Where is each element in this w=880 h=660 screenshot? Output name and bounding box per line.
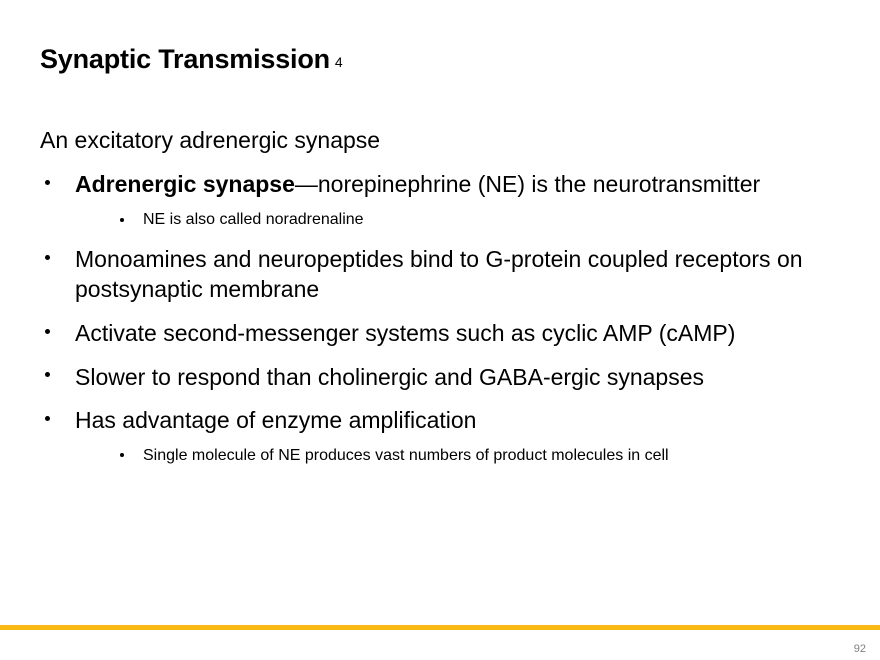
page-title-suffix: 4 (334, 54, 343, 70)
sub-list-item: Single molecule of NE produces vast numb… (113, 446, 848, 467)
sub-bullet-dot-icon (120, 453, 124, 458)
sub-bullet-wrap: Single molecule of NE produces vast numb… (75, 446, 848, 467)
bullet-list: Adrenergic synapse—norepinephrine (NE) i… (38, 169, 848, 466)
list-item: Slower to respond than cholinergic and G… (38, 362, 848, 393)
slide-body: An excitatory adrenergic synapse Adrener… (38, 126, 848, 480)
lead-line: An excitatory adrenergic synapse (40, 127, 381, 153)
sub-bullet-list: Single molecule of NE produces vast numb… (113, 446, 848, 467)
list-item: Monoamines and neuropeptides bind to G-p… (38, 244, 848, 305)
list-item-body: —norepinephrine (NE) is the neurotransmi… (294, 171, 761, 198)
sub-list-item: NE is also called noradrenaline (113, 210, 848, 231)
list-item-text: Adrenergic synapse—norepinephrine (NE) i… (75, 171, 760, 197)
bullet-dot-icon (45, 372, 50, 378)
page-title-text: Synaptic Transmission (40, 44, 330, 74)
list-item: Activate second-messenger systems such a… (38, 318, 848, 349)
bullet-dot-icon (45, 180, 50, 186)
list-item-text: Activate second-messenger systems such a… (75, 319, 736, 346)
list-item: Has advantage of enzyme amplification Si… (38, 405, 848, 466)
bullet-dot-icon (45, 328, 50, 334)
list-item-text: Slower to respond than cholinergic and G… (75, 363, 705, 390)
list-item: Adrenergic synapse—norepinephrine (NE) i… (38, 169, 848, 230)
footer-accent-bar (0, 625, 880, 630)
list-item-text: Has advantage of enzyme amplification (75, 407, 477, 434)
bullet-dot-icon (45, 415, 50, 421)
sub-list-item-text: NE is also called noradrenaline (143, 211, 364, 229)
sub-list-item-text: Single molecule of NE produces vast numb… (143, 446, 669, 464)
sub-bullet-list: NE is also called noradrenaline (113, 210, 848, 231)
page-number: 92 (853, 643, 866, 655)
sub-bullet-wrap: NE is also called noradrenaline (75, 210, 848, 231)
sub-bullet-dot-icon (120, 217, 124, 222)
bullet-dot-icon (45, 254, 50, 260)
list-item-bold-lead: Adrenergic synapse (75, 171, 295, 198)
list-item-text: Monoamines and neuropeptides bind to G-p… (75, 245, 803, 303)
